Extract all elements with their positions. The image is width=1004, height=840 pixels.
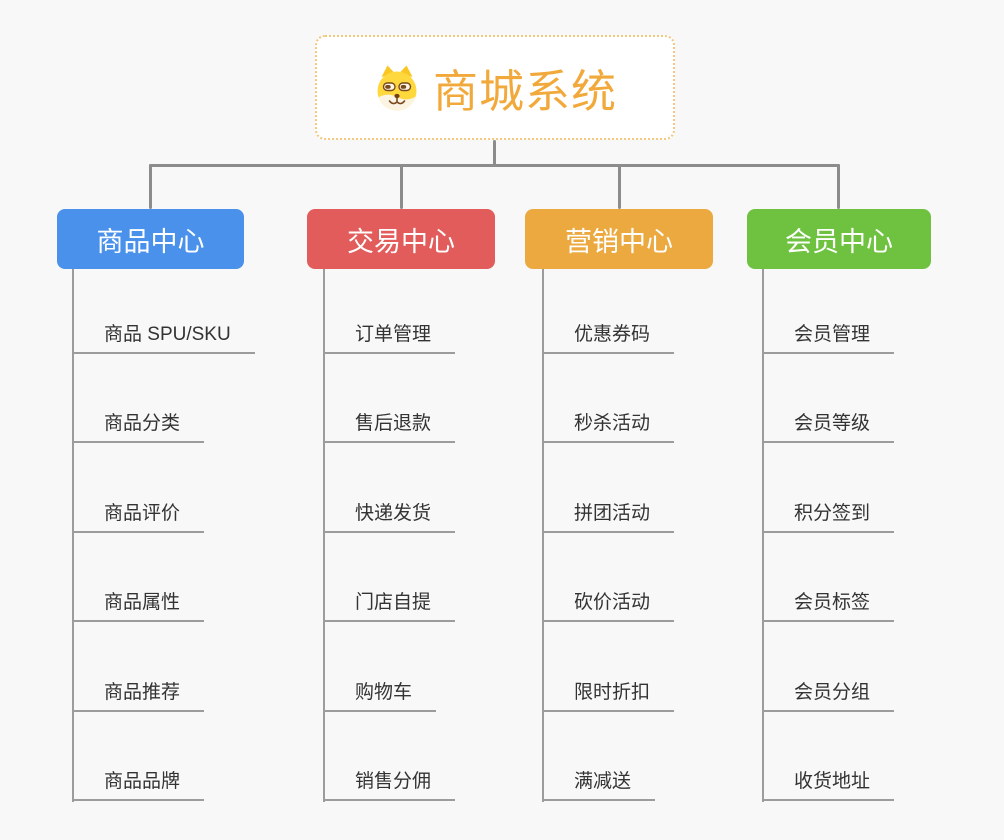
connector-drop-3 xyxy=(618,164,621,209)
mindmap-node-item[interactable]: 会员管理 xyxy=(762,325,895,354)
mindmap-node-item[interactable]: 门店自提 xyxy=(323,593,456,622)
branch-trunk-line xyxy=(323,269,325,802)
branch-header-marketing-center[interactable]: 营销中心 xyxy=(525,209,713,269)
branch-trunk-line xyxy=(762,269,764,802)
mindmap-node-item[interactable]: 收货地址 xyxy=(762,772,895,801)
mindmap-node-item[interactable]: 限时折扣 xyxy=(542,683,675,712)
mindmap-node-item[interactable]: 积分签到 xyxy=(762,504,895,533)
mindmap-node-item[interactable]: 购物车 xyxy=(323,683,437,712)
mindmap-node-item[interactable]: 优惠券码 xyxy=(542,325,675,354)
mindmap-node-item[interactable]: 商品 SPU/SKU xyxy=(72,325,255,354)
mindmap-node-item[interactable]: 会员等级 xyxy=(762,414,895,443)
mindmap-node-item[interactable]: 商品分类 xyxy=(72,414,205,443)
mindmap-node-item[interactable]: 售后退款 xyxy=(323,414,456,443)
mindmap-node-item[interactable]: 砍价活动 xyxy=(542,593,675,622)
mindmap-node-item[interactable]: 商品评价 xyxy=(72,504,205,533)
mindmap-node-item[interactable]: 秒杀活动 xyxy=(542,414,675,443)
root-node[interactable]: 商城系统 xyxy=(315,35,675,140)
branch-header-goods-center[interactable]: 商品中心 xyxy=(57,209,244,269)
connector-drop-4 xyxy=(837,164,840,209)
mindmap-node-item[interactable]: 会员分组 xyxy=(762,683,895,712)
mindmap-node-item[interactable]: 会员标签 xyxy=(762,593,895,622)
mindmap-node-item[interactable]: 拼团活动 xyxy=(542,504,675,533)
connector-drop-1 xyxy=(149,164,152,209)
connector-drop-2 xyxy=(400,164,403,209)
root-title: 商城系统 xyxy=(432,66,617,117)
branch-trunk-line xyxy=(542,269,544,802)
connector-root-drop xyxy=(493,140,496,167)
mindmap-node-item[interactable]: 商品属性 xyxy=(72,593,205,622)
connector-horizontal xyxy=(149,164,840,167)
branch-header-member-center[interactable]: 会员中心 xyxy=(747,209,931,269)
branch-trunk-line xyxy=(72,269,74,802)
mindmap-node-item[interactable]: 商品推荐 xyxy=(72,683,205,712)
mindmap-node-item[interactable]: 订单管理 xyxy=(323,325,456,354)
mindmap-node-item[interactable]: 满减送 xyxy=(542,772,656,801)
mindmap-node-item[interactable]: 销售分佣 xyxy=(323,772,456,801)
mindmap-node-item[interactable]: 快递发货 xyxy=(323,504,456,533)
dog-face-icon xyxy=(377,65,417,110)
mindmap-node-item[interactable]: 商品品牌 xyxy=(72,772,205,801)
branch-header-trade-center[interactable]: 交易中心 xyxy=(307,209,495,269)
